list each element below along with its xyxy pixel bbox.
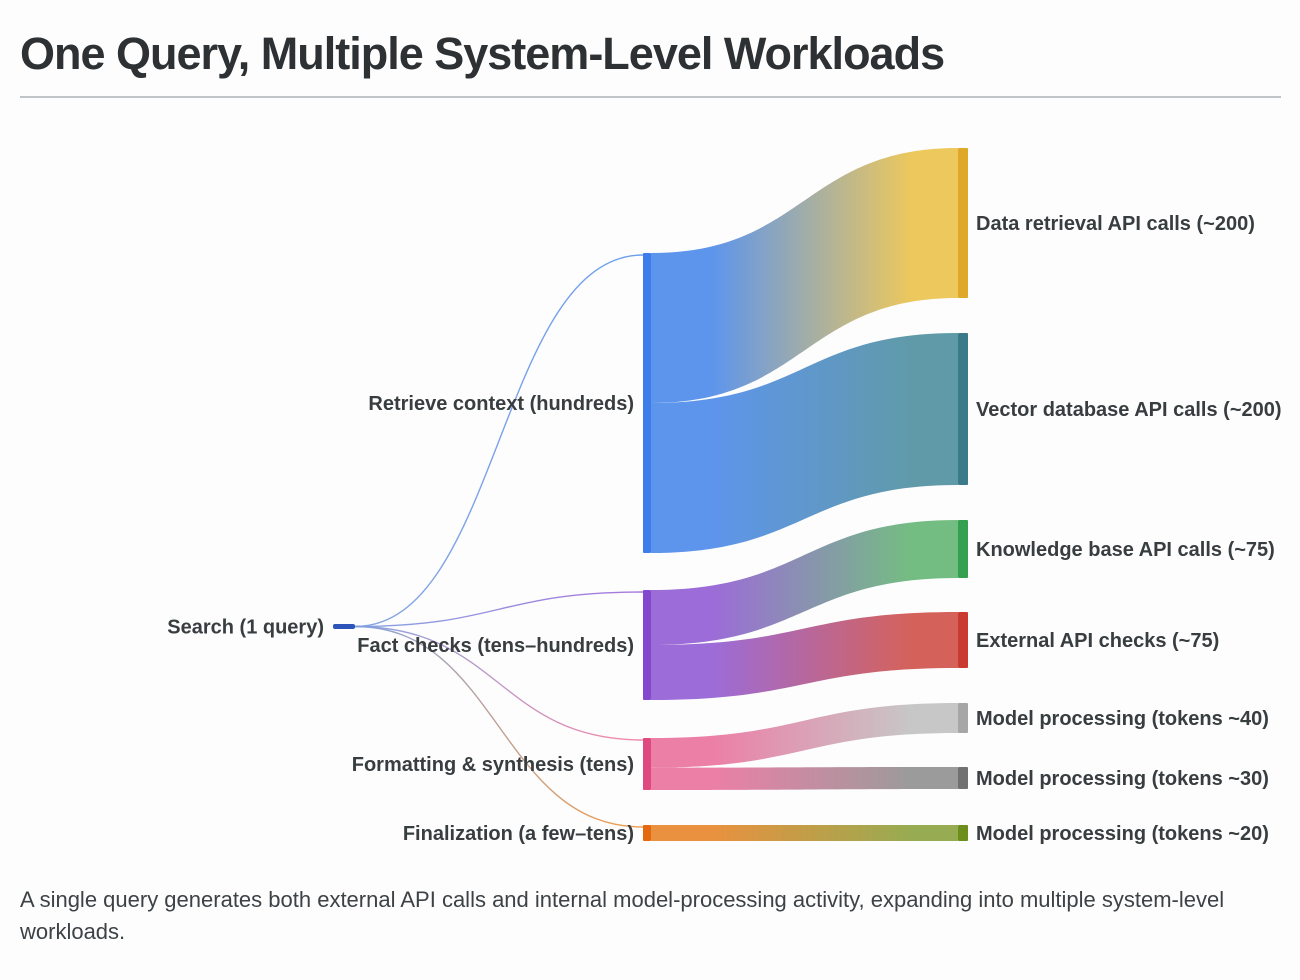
figure-caption: A single query generates both external A… bbox=[20, 887, 1225, 944]
label-search: Search (1 query) bbox=[167, 617, 324, 639]
node-fact_checks bbox=[643, 590, 651, 700]
label-finalization: Finalization (a few–tens) bbox=[403, 823, 634, 845]
label-vector_db: Vector database API calls (~200) bbox=[976, 399, 1282, 421]
label-knowledge_base: Knowledge base API calls (~75) bbox=[976, 539, 1275, 561]
link-search-to-finalization bbox=[354, 625, 644, 828]
link-search-to-formatting_synthesis bbox=[354, 625, 644, 741]
label-external_api: External API checks (~75) bbox=[976, 630, 1219, 652]
figure-title: One Query, Multiple System-Level Workloa… bbox=[20, 28, 945, 79]
node-formatting_synthesis bbox=[643, 738, 651, 790]
node-finalization bbox=[643, 825, 651, 841]
label-model_20: Model processing (tokens ~20) bbox=[976, 823, 1269, 845]
label-retrieve_context: Retrieve context (hundreds) bbox=[368, 393, 634, 415]
flow-formatting_synthesis-to-model_30 bbox=[651, 767, 958, 790]
node-search bbox=[333, 624, 355, 629]
flow-retrieve_context-to-vector_db bbox=[651, 333, 958, 553]
title-divider bbox=[20, 96, 1281, 98]
label-fact_checks: Fact checks (tens–hundreds) bbox=[357, 635, 634, 657]
flow-fact_checks-to-external_api bbox=[651, 612, 958, 700]
flow-finalization-to-model_20 bbox=[651, 825, 958, 841]
label-model_40: Model processing (tokens ~40) bbox=[976, 708, 1269, 730]
flow-formatting_synthesis-to-model_40 bbox=[651, 703, 958, 768]
label-data_retrieval: Data retrieval API calls (~200) bbox=[976, 213, 1255, 235]
flow-retrieve_context-to-data_retrieval bbox=[651, 148, 958, 403]
node-knowledge_base bbox=[958, 520, 968, 578]
label-formatting_synthesis: Formatting & synthesis (tens) bbox=[352, 754, 634, 776]
link-search-to-retrieve_context bbox=[354, 254, 644, 628]
node-external_api bbox=[958, 612, 968, 668]
node-vector_db bbox=[958, 333, 968, 485]
flow-fact_checks-to-knowledge_base bbox=[651, 520, 958, 645]
label-model_30: Model processing (tokens ~30) bbox=[976, 768, 1269, 790]
link-search-to-fact_checks bbox=[354, 591, 644, 628]
node-model_20 bbox=[958, 825, 968, 841]
node-data_retrieval bbox=[958, 148, 968, 298]
node-retrieve_context bbox=[643, 253, 651, 553]
node-model_30 bbox=[958, 767, 968, 789]
node-model_40 bbox=[958, 703, 968, 733]
